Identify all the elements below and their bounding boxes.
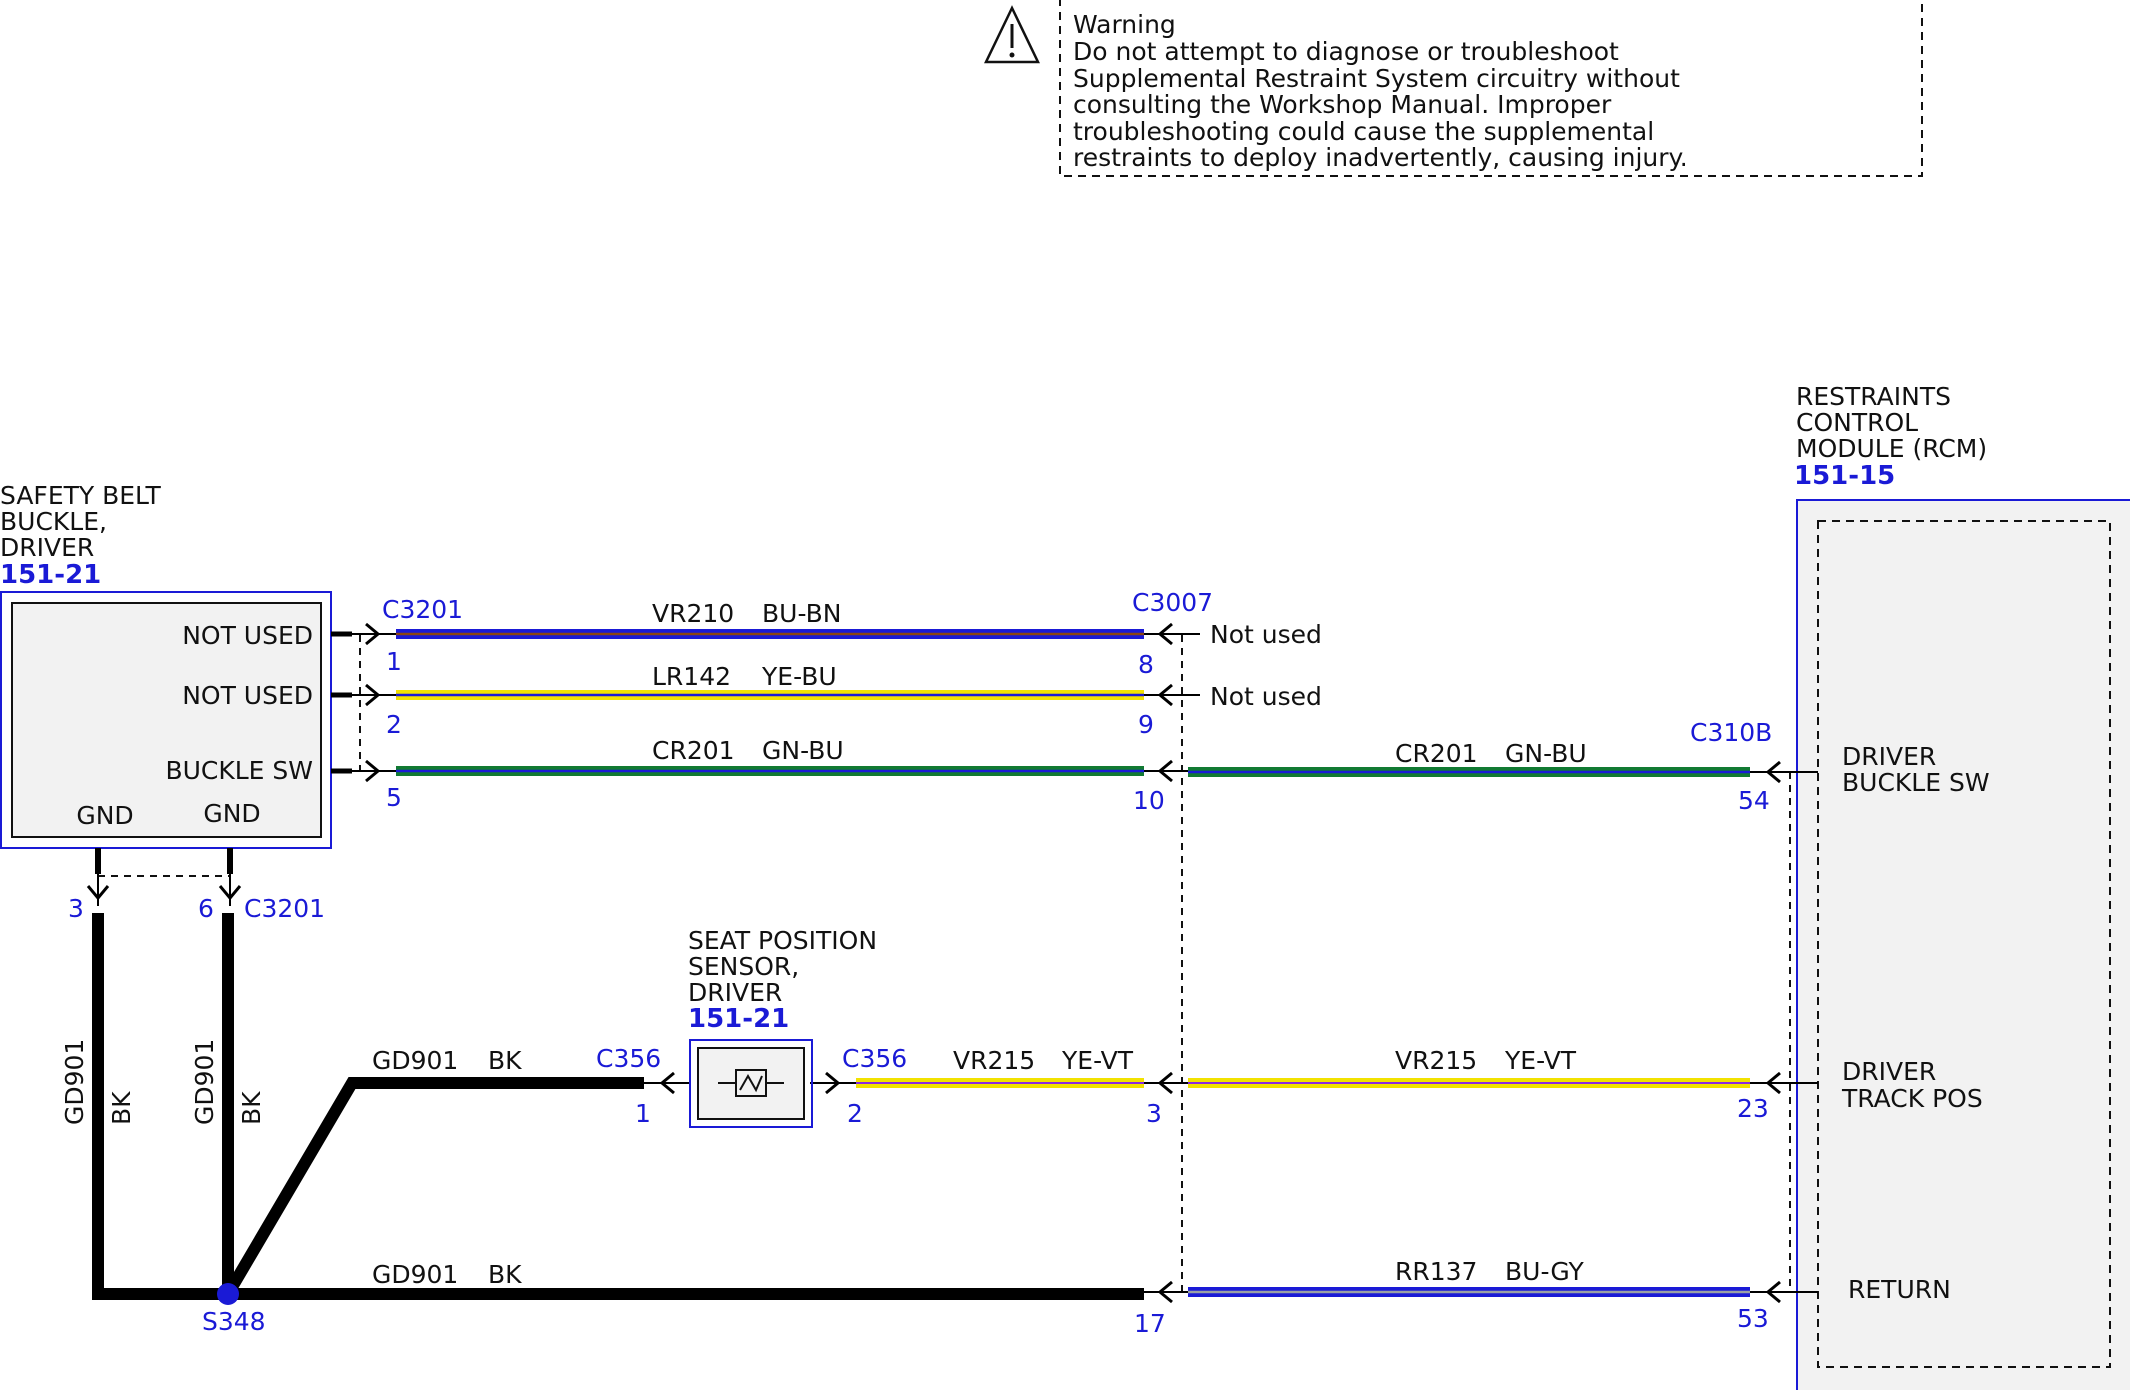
- connector-dashed-lines: [98, 635, 1791, 1292]
- buckle-title-line-3: DRIVER: [0, 533, 94, 562]
- c3007-pin8-not-used: Not used: [1210, 620, 1322, 649]
- pin-c310b-23: 23: [1737, 1094, 1769, 1123]
- pin-c3007-10: 10: [1133, 786, 1165, 815]
- sensor-title-line-3: DRIVER: [688, 978, 782, 1007]
- buckle-pin-5-label: BUCKLE SW: [165, 756, 313, 785]
- c3201-bottom-label: C3201: [244, 894, 325, 923]
- rcm-pin-23-label-1: DRIVER: [1842, 1057, 1936, 1086]
- wire-cr201-a-color: GN-BU: [762, 736, 844, 765]
- warning-triangle-icon: [984, 5, 1040, 64]
- wire-cr201-a-circuit: CR201: [652, 736, 735, 765]
- seat-position-sensor-component: SEAT POSITION SENSOR, DRIVER 151-21: [644, 926, 877, 1128]
- splice-s348-label: S348: [202, 1307, 266, 1336]
- c356-right-label: C356: [842, 1044, 907, 1073]
- warning-line-1: Do not attempt to diagnose or troublesho…: [1073, 37, 1619, 66]
- wire-vr210-circuit: VR210: [652, 599, 734, 628]
- pin-c3007-3: 3: [1146, 1099, 1162, 1128]
- warning-title: Warning: [1073, 10, 1176, 39]
- c3007-pin9-not-used: Not used: [1210, 682, 1322, 711]
- wire-lr142-circuit: LR142: [652, 662, 731, 691]
- buckle-gnd-a-label: GND: [76, 801, 133, 830]
- buckle-pin-1-label: NOT USED: [182, 621, 313, 650]
- pin-c3007-8: 8: [1138, 650, 1154, 679]
- ground-wiring: [86, 848, 1144, 1300]
- sensor-title-line-1: SEAT POSITION: [688, 926, 877, 955]
- rcm-pin-54-label-1: DRIVER: [1842, 742, 1936, 771]
- pin-c310b-54: 54: [1738, 786, 1770, 815]
- pin-numbers: 1 2 5 3 6 8 9 10 3 17 54 23 53 1 2: [68, 647, 1770, 1338]
- wire-rr137-circuit: RR137: [1395, 1257, 1477, 1286]
- wire-vr215-b-circuit: VR215: [1395, 1046, 1477, 1075]
- wire-labels: VR210 BU-BN LR142 YE-BU CR201 GN-BU CR20…: [60, 599, 1587, 1289]
- warning-box: [1059, 0, 1923, 177]
- pin-c3201-1: 1: [386, 647, 402, 676]
- pin-c310b-53: 53: [1737, 1304, 1769, 1333]
- warning-line-4: troubleshooting could cause the suppleme…: [1073, 117, 1654, 146]
- pin-c3007-9: 9: [1138, 710, 1154, 739]
- pin-c3201-6: 6: [198, 894, 214, 923]
- warning-line-2: Supplemental Restraint System circuitry …: [1073, 64, 1680, 93]
- pin-c3201-2: 2: [386, 710, 402, 739]
- rcm-title-line-2: CONTROL: [1796, 408, 1918, 437]
- wire-vr210-color: BU-BN: [762, 599, 841, 628]
- wire-gd901-v1-color: BK: [107, 1091, 136, 1125]
- pin-c3201-3: 3: [68, 894, 84, 923]
- wire-gd901-v2-color: BK: [237, 1091, 266, 1125]
- buckle-gnd-b-label: GND: [203, 799, 260, 828]
- safety-belt-buckle-component: SAFETY BELT BUCKLE, DRIVER 151-21 NOT US…: [0, 481, 332, 849]
- wire-gd901-bottom-circuit: GD901: [372, 1260, 458, 1289]
- buckle-title-line-1: SAFETY BELT: [0, 481, 162, 510]
- rcm-pin-23-label-2: TRACK POS: [1841, 1084, 1983, 1113]
- rcm-outer-box: [1796, 499, 2130, 1390]
- c356-left-label: C356: [596, 1044, 661, 1073]
- wire-rr137-color: BU-GY: [1505, 1257, 1585, 1286]
- sensor-inner-box: [697, 1047, 805, 1120]
- c3201-top-stubs: [331, 622, 396, 783]
- rcm-title-line-1: RESTRAINTS: [1796, 382, 1951, 411]
- warning-note: Warning Do not attempt to diagnose or tr…: [984, 0, 1923, 177]
- buckle-pin-2-label: NOT USED: [182, 681, 313, 710]
- sensor-ref-link[interactable]: 151-21: [688, 1004, 789, 1034]
- c3007-arrows: [1144, 622, 1200, 1304]
- rcm-pin-54-label-2: BUCKLE SW: [1842, 768, 1990, 797]
- rcm-pin-53-label: RETURN: [1848, 1275, 1951, 1304]
- pin-c3007-17: 17: [1134, 1309, 1166, 1338]
- buckle-outer-box: [0, 591, 332, 849]
- wire-gd901-bottom-color: BK: [488, 1260, 522, 1289]
- wire-gd901-v1-circuit: GD901: [60, 1039, 89, 1125]
- pin-c3201-5: 5: [386, 783, 402, 812]
- buckle-ref-link[interactable]: 151-21: [0, 560, 101, 590]
- sensor-symbol-icon: [718, 1069, 784, 1097]
- rcm-component: RESTRAINTS CONTROL MODULE (RCM) 151-15 D…: [1794, 382, 2130, 1390]
- splice-s348-dot: [217, 1283, 239, 1305]
- warning-line-5: restraints to deploy inadvertently, caus…: [1073, 143, 1688, 172]
- c3007-label: C3007: [1132, 588, 1213, 617]
- buckle-inner-box: [11, 602, 322, 838]
- wire-cr201-b-circuit: CR201: [1395, 739, 1478, 768]
- c3201-top-label: C3201: [382, 595, 463, 624]
- wire-lr142-color: YE-BU: [761, 662, 837, 691]
- wire-gd901-v2-circuit: GD901: [190, 1039, 219, 1125]
- wire-vr215-a-color: YE-VT: [1061, 1046, 1134, 1075]
- wire-cr201-b-color: GN-BU: [1505, 739, 1587, 768]
- warning-line-3: consulting the Workshop Manual. Improper: [1073, 90, 1612, 119]
- sensor-outer-box: [689, 1039, 813, 1128]
- wire-vr215-a-circuit: VR215: [953, 1046, 1035, 1075]
- wire-gd901-top-color: BK: [488, 1046, 522, 1075]
- wire-gd901-top-circuit: GD901: [372, 1046, 458, 1075]
- buckle-title-line-2: BUCKLE,: [0, 507, 107, 536]
- rcm-ref-link[interactable]: 151-15: [1794, 461, 1895, 491]
- wire-vr215-b-color: YE-VT: [1504, 1046, 1577, 1075]
- pin-c356-1: 1: [635, 1099, 651, 1128]
- c310b-label: C310B: [1690, 718, 1772, 747]
- c310b-arrows: [1750, 760, 1818, 1304]
- sensor-title-line-2: SENSOR,: [688, 952, 799, 981]
- rcm-inner-dashed-box: [1817, 520, 2111, 1368]
- pin-c356-2: 2: [847, 1099, 863, 1128]
- rcm-title-line-3: MODULE (RCM): [1796, 434, 1987, 463]
